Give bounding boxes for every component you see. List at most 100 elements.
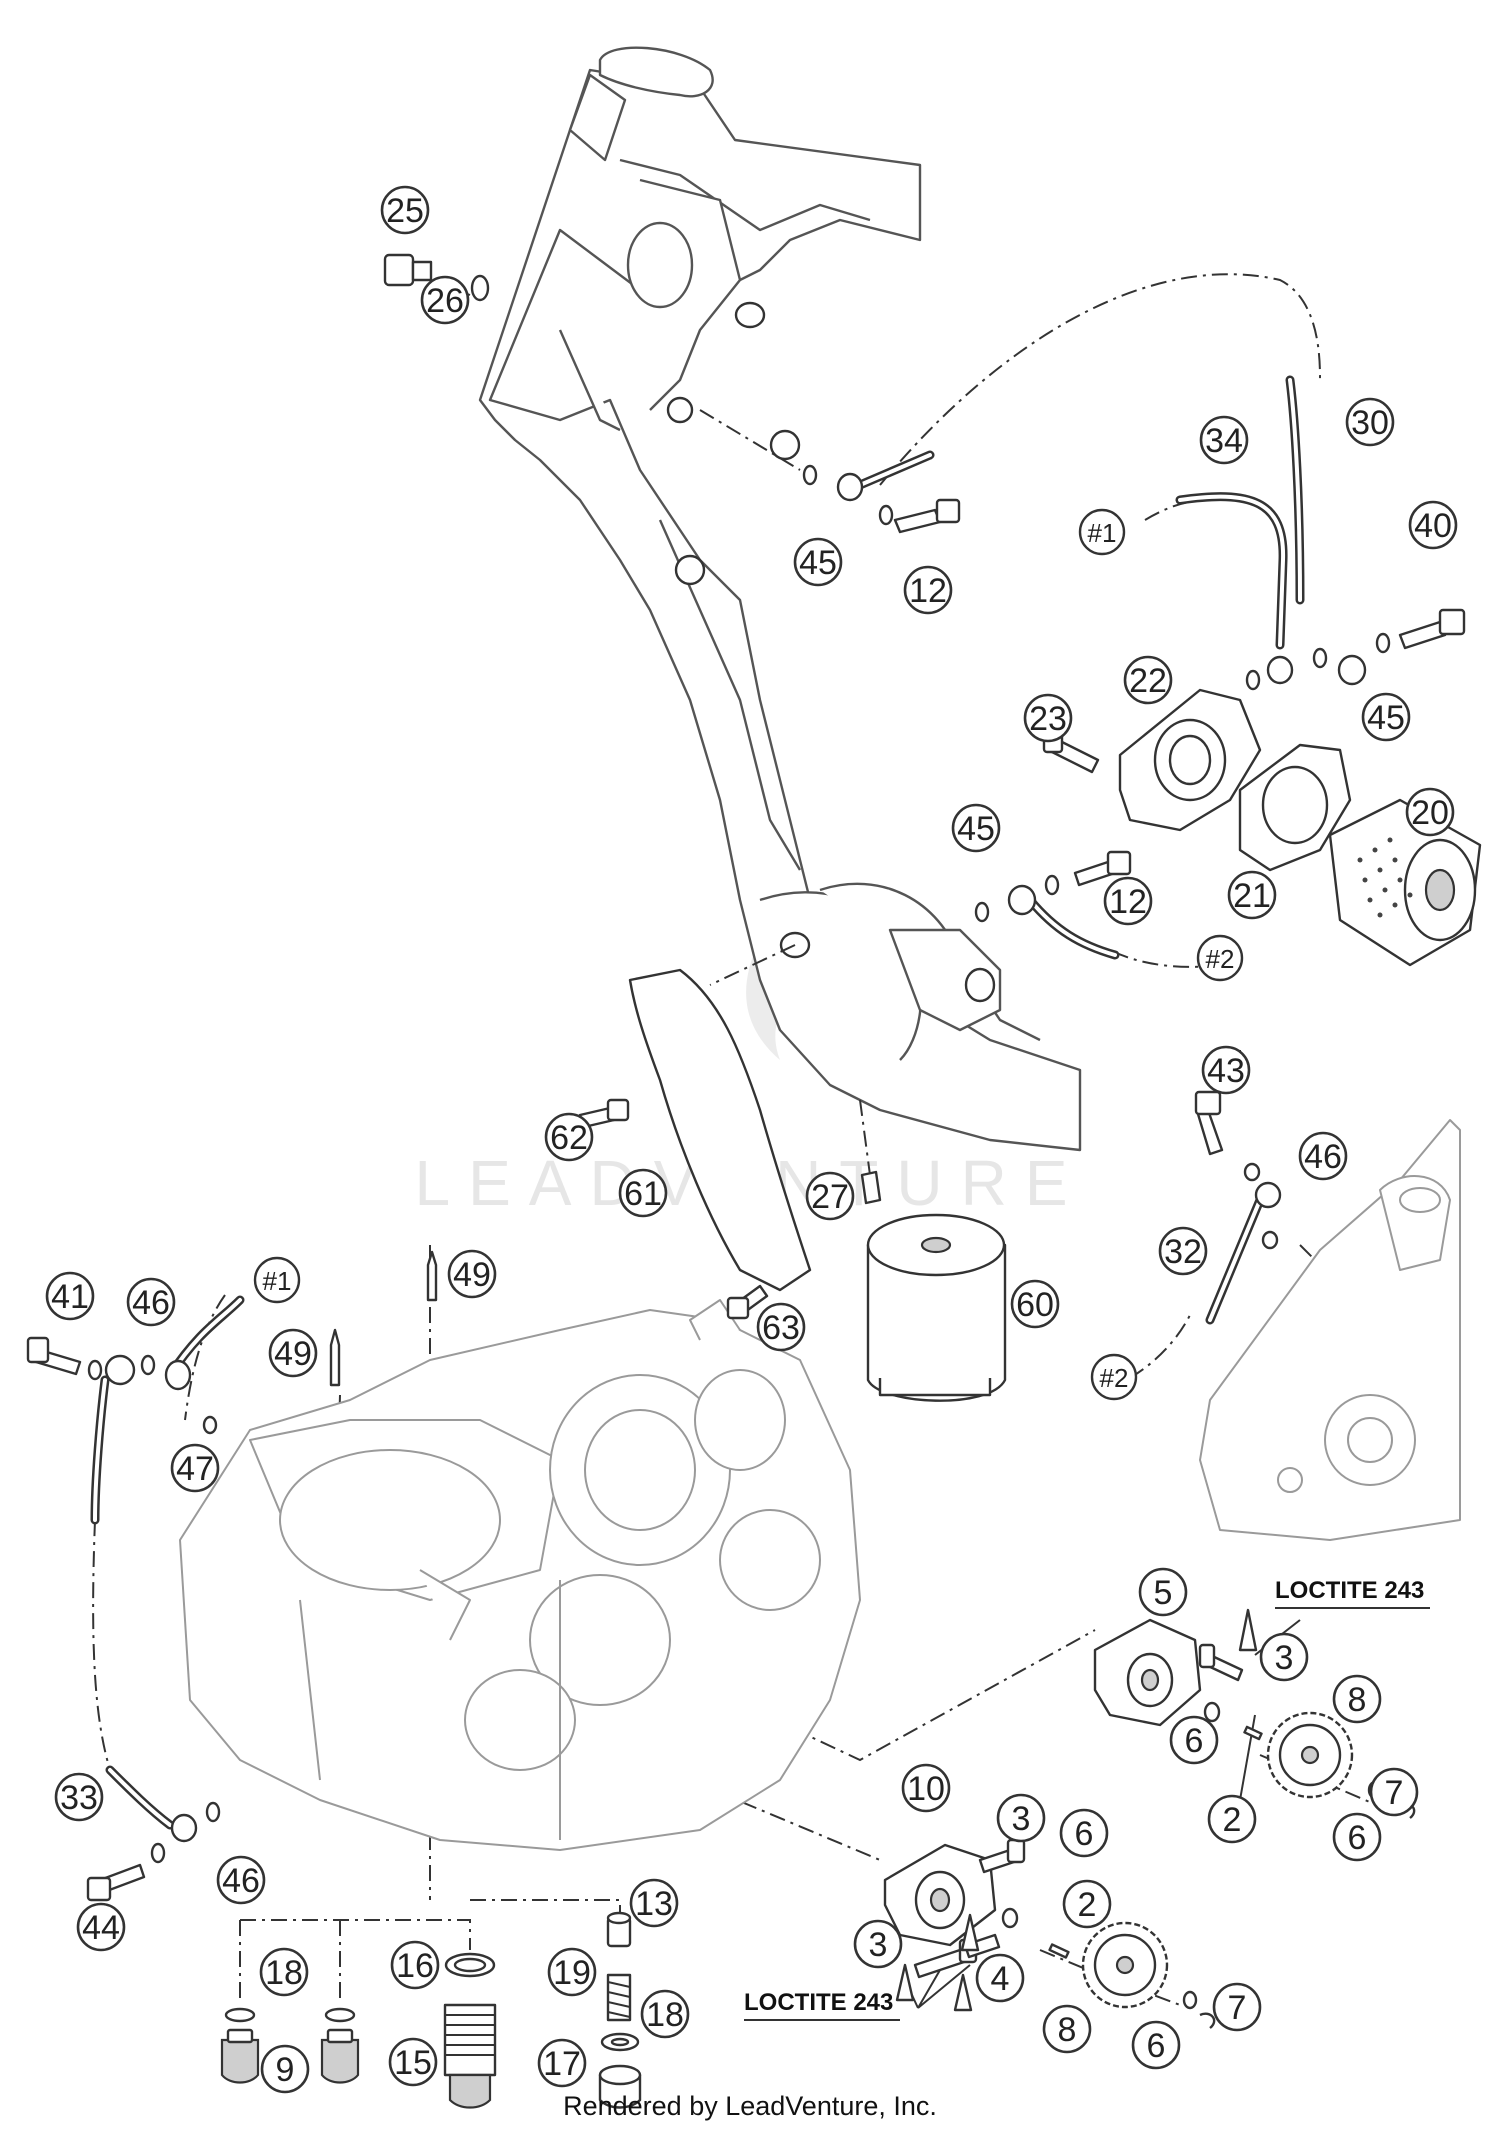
callout-9: 9 [260, 2044, 310, 2094]
callout-circle [260, 2044, 310, 2094]
callout-number: 27 [811, 1178, 849, 1216]
ref-number: #2 [1206, 944, 1235, 974]
callout-number: 46 [132, 1284, 170, 1322]
callout-number: 16 [396, 1947, 434, 1985]
callout-number: 49 [453, 1256, 491, 1294]
callout-number: 61 [624, 1175, 662, 1213]
callout-circle [1199, 415, 1249, 465]
callout-13: 13 [629, 1878, 679, 1928]
callout-circle [1042, 2004, 1092, 2054]
callout-circle [1361, 692, 1411, 742]
callout-3: 3 [1259, 1632, 1309, 1682]
callout-number: 40 [1414, 507, 1452, 545]
callout-circle [853, 1919, 903, 1969]
callout-circle [268, 1328, 318, 1378]
callout-circle [380, 185, 430, 235]
callout-6: 6 [1059, 1808, 1109, 1858]
callout-circle [756, 1302, 806, 1352]
callout-number: 18 [646, 1996, 684, 2034]
callout-circle [1369, 1767, 1419, 1817]
drain-plug-parts [220, 1911, 642, 2109]
callout-number: 4 [991, 1960, 1010, 1998]
callout-3: 3 [996, 1793, 1046, 1843]
callout-46: 46 [126, 1277, 176, 1327]
callout-number: 46 [1304, 1138, 1342, 1176]
callout-circle [1227, 870, 1277, 920]
gasket-21 [1238, 743, 1352, 872]
callout-number: 32 [1164, 1233, 1202, 1271]
clutch-side-cover [1199, 1119, 1461, 1541]
callout-number: 6 [1348, 1819, 1367, 1857]
ref-number: #2 [1100, 1363, 1129, 1393]
callout-number: 7 [1385, 1774, 1404, 1812]
callout-4: 4 [975, 1953, 1025, 2003]
callout-circle [1201, 1045, 1251, 1095]
callout-circle [1259, 1632, 1309, 1682]
callout-49: 49 [447, 1249, 497, 1299]
callout-circle [1332, 1812, 1382, 1862]
callout-number: 17 [543, 2045, 581, 2083]
callout-61: 61 [618, 1168, 668, 1218]
callout-circle [1010, 1279, 1060, 1329]
callout-number: 34 [1205, 422, 1243, 460]
callout-62: 62 [544, 1112, 594, 1162]
callout-circle [975, 1953, 1025, 2003]
credit-text: Rendered by LeadVenture, Inc. [563, 2091, 937, 2121]
callout-circle [216, 1855, 266, 1905]
shield-61 [578, 968, 882, 1320]
oil-filter-20 [1328, 798, 1482, 967]
callout-number: 20 [1411, 794, 1449, 832]
callout-45: 45 [793, 537, 843, 587]
oil-lines [90, 375, 1367, 1843]
ref-circle [1078, 508, 1126, 556]
callout-26: 26 [420, 275, 470, 325]
oil-pump-5 [1093, 1608, 1263, 1741]
callout-circle [126, 1277, 176, 1327]
callout-8: 8 [1332, 1674, 1382, 1724]
callout-number: 2 [1223, 1801, 1242, 1839]
callout-circle [1123, 655, 1173, 705]
callout-circle [388, 2037, 438, 2087]
callout-circle [1408, 500, 1458, 550]
callout-10: 10 [901, 1763, 951, 1813]
callout-circle [54, 1772, 104, 1822]
callout-circle [1332, 1674, 1382, 1724]
callout-number: 6 [1075, 1815, 1094, 1853]
callout-circle [1212, 1982, 1262, 2032]
ref-number: #1 [263, 1266, 292, 1296]
callout-16: 16 [390, 1940, 440, 1990]
callout-number: 49 [274, 1335, 312, 1373]
callout-circle [76, 1902, 126, 1952]
callout-45: 45 [1361, 692, 1411, 742]
callout-6: 6 [1131, 2020, 1181, 2070]
loctite-notes: LOCTITE 243 LOCTITE 243 [744, 1577, 1430, 2021]
callout-7: 7 [1212, 1982, 1262, 2032]
callout-number: 45 [957, 810, 995, 848]
callout-circle [1345, 397, 1395, 447]
callout-number: 3 [1012, 1800, 1031, 1838]
callout-12: 12 [903, 565, 953, 615]
callout-number: 23 [1029, 700, 1067, 738]
callout-number: 21 [1233, 877, 1271, 915]
ref-hash2: #2 [1090, 1353, 1138, 1401]
callout-60: 60 [1010, 1279, 1060, 1329]
callout-49: 49 [268, 1328, 318, 1378]
callout-number: 3 [1275, 1639, 1294, 1677]
callout-number: 45 [799, 544, 837, 582]
callout-27: 27 [805, 1171, 855, 1221]
callout-7: 7 [1369, 1767, 1419, 1817]
loctite-note-bottom: LOCTITE 243 [744, 1989, 893, 2016]
banjo-bolts [26, 498, 1466, 1902]
callout-33: 33 [54, 1772, 104, 1822]
loctite-note-top: LOCTITE 243 [1275, 1577, 1424, 1604]
callout-circle [1062, 1879, 1112, 1929]
callout-circle [420, 275, 470, 325]
ref-hash1: #1 [253, 1256, 301, 1304]
callout-number: 8 [1058, 2011, 1077, 2049]
callout-circle [537, 2038, 587, 2088]
oil-pump-10 [883, 1838, 1070, 2012]
oil-filter-60 [866, 1213, 1007, 1402]
engine-crankcase [179, 1299, 861, 1851]
callout-43: 43 [1201, 1045, 1251, 1095]
